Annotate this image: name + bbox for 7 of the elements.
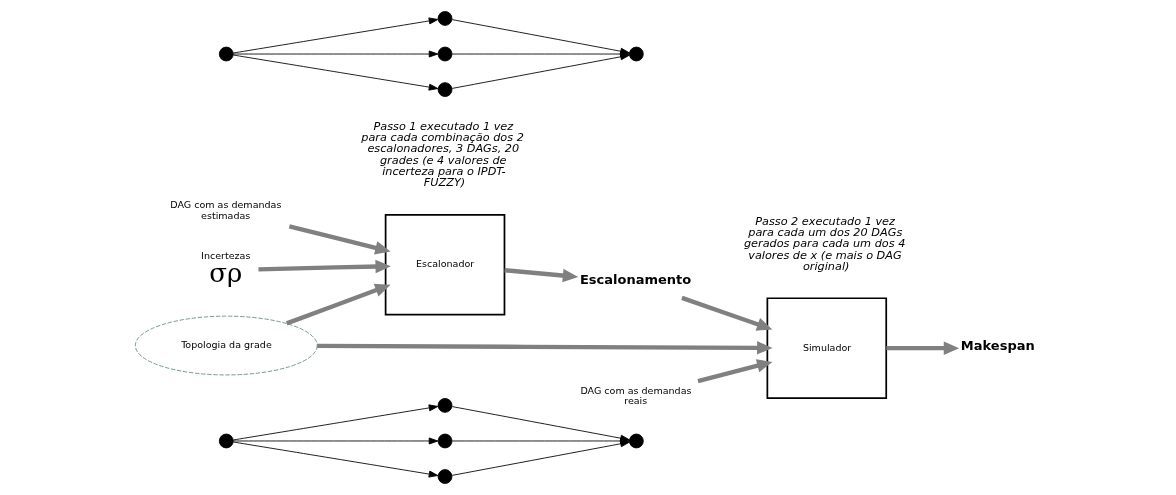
node-text: Escalonamento xyxy=(579,272,691,288)
node-text: DAG com as demandas reais xyxy=(579,384,691,407)
label: Passo 2 executado 1 vez para cada um dos 20 DAGs gerados para cada um dos 4 valores de x (e mais o DAG original) xyxy=(743,214,905,273)
node-text: Makespan xyxy=(960,338,1035,354)
label: Passo 1 executado 1 vez para cada combinação dos 2 escalonadores, 3 DAGs, 20 grades (e 4 valores de incerteza para o IPDT-FUZZY) xyxy=(360,119,524,190)
node-text: Incertezas σρ xyxy=(200,250,250,288)
node-text: DAG com as demandas estimadas xyxy=(169,199,281,221)
